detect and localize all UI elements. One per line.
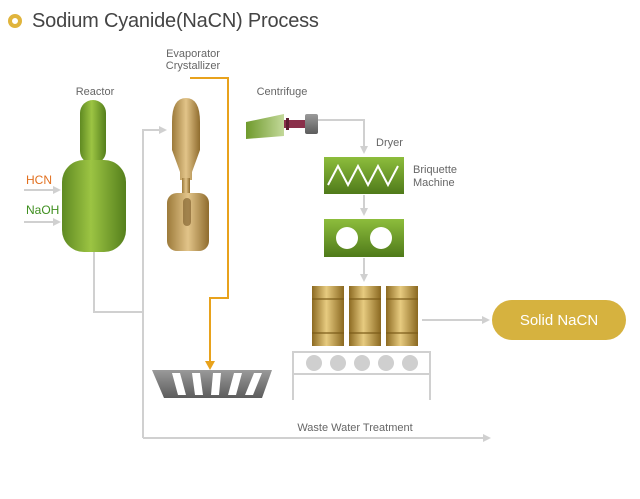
hcn-label: HCN xyxy=(26,173,52,187)
page-title: Sodium Cyanide(NaCN) Process xyxy=(32,9,319,32)
hopper-slat xyxy=(172,373,186,395)
flow-arrowheads xyxy=(53,126,491,442)
drum xyxy=(349,286,381,346)
briquette-machine xyxy=(324,219,404,257)
orange-line xyxy=(190,77,229,364)
evaporator-crystallizer xyxy=(167,98,209,251)
centrifuge-label: Centrifuge xyxy=(257,86,308,98)
arrowhead xyxy=(482,316,490,324)
drum xyxy=(312,286,344,346)
evaporator-feed-line xyxy=(142,129,163,438)
conveyor-roller xyxy=(402,355,418,371)
product-badge: Solid NaCN xyxy=(492,300,626,340)
reactor-vessel xyxy=(62,160,126,252)
arrowhead xyxy=(53,218,61,226)
drum-body xyxy=(386,286,418,346)
arrowhead xyxy=(360,274,368,282)
reactor-column xyxy=(80,100,106,164)
naoh-label: NaOH xyxy=(26,203,59,217)
centrifuge-coupling xyxy=(286,118,289,130)
conveyor-frame xyxy=(292,351,431,400)
drum-band xyxy=(386,332,418,334)
hopper-slat xyxy=(245,373,262,395)
evaporator-label-line1: Evaporator xyxy=(166,48,220,60)
centrifuge-bowl xyxy=(246,114,284,139)
arrowhead xyxy=(53,186,61,194)
drum-band xyxy=(349,332,381,334)
hopper-slat xyxy=(228,373,242,395)
evaporator-neck xyxy=(182,178,190,200)
arrowhead xyxy=(360,146,368,154)
drum-body xyxy=(349,286,381,346)
arrowhead xyxy=(159,126,167,134)
title-row: Sodium Cyanide(NaCN) Process xyxy=(8,8,319,34)
arrowhead xyxy=(483,434,491,442)
arrowhead xyxy=(205,361,215,370)
reactor-label: Reactor xyxy=(76,86,115,98)
conveyor-roller xyxy=(378,355,394,371)
packing-drums xyxy=(312,286,418,346)
centrifuge-outlet-line xyxy=(318,119,365,150)
hopper-slat xyxy=(192,373,203,395)
arrowhead xyxy=(360,208,368,216)
product-pill xyxy=(492,300,626,340)
drum xyxy=(386,286,418,346)
drum-band xyxy=(386,298,418,300)
centrifuge-shaft xyxy=(284,120,306,128)
title-bullet-icon xyxy=(8,14,22,28)
evaporator-vapor-line xyxy=(190,77,229,370)
dryer-zigzag xyxy=(327,163,399,188)
briquette-label-line2: Machine xyxy=(413,177,455,189)
dryer xyxy=(324,157,404,194)
drum-body xyxy=(312,286,344,346)
conveyor-roller xyxy=(354,355,370,371)
drum-band xyxy=(312,332,344,334)
waste-water-label: Waste Water Treatment xyxy=(297,422,412,434)
evaporator-body xyxy=(172,98,200,180)
centrifuge-motor xyxy=(305,114,318,134)
dryer-label: Dryer xyxy=(376,137,403,149)
centrifuge xyxy=(246,114,318,139)
product-label: Solid NaCN xyxy=(520,312,598,329)
briquette-roller xyxy=(370,227,392,249)
crystallizer-slot xyxy=(183,198,191,226)
briquette-label-line1: Briquette xyxy=(413,164,457,176)
reactor xyxy=(62,100,126,252)
waste-hopper xyxy=(152,370,272,398)
briquette-roller xyxy=(336,227,358,249)
conveyor-roller xyxy=(330,355,346,371)
drum-band xyxy=(349,298,381,300)
drum-band xyxy=(312,298,344,300)
conveyor xyxy=(292,351,431,400)
evaporator-label-line2: Crystallizer xyxy=(166,60,221,72)
conveyor-roller xyxy=(306,355,322,371)
hopper-slat xyxy=(211,373,221,395)
reactor-outlet-line xyxy=(93,252,143,313)
